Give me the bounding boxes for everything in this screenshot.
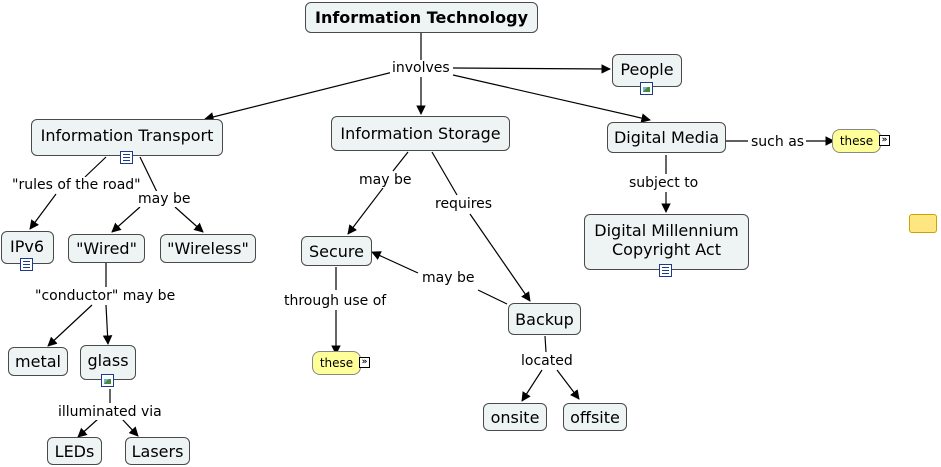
note-these-media[interactable]: these <box>832 129 881 153</box>
link-subject-to[interactable]: subject to <box>627 175 701 191</box>
link-requires[interactable]: requires <box>433 196 495 212</box>
image-icon[interactable] <box>640 82 653 95</box>
concept-wireless[interactable]: "Wireless" <box>160 234 256 263</box>
document-icon[interactable] <box>20 258 33 271</box>
concept-leds[interactable]: LEDs <box>47 437 102 465</box>
concept-people[interactable]: People <box>612 54 682 87</box>
document-icon[interactable] <box>120 151 133 164</box>
concept-onsite[interactable]: onsite <box>483 403 547 431</box>
concept-information-storage[interactable]: Information Storage <box>331 116 510 151</box>
concept-lasers[interactable]: Lasers <box>125 437 190 465</box>
concept-digital-millennium-copyright-act[interactable]: Digital Millennium Copyright Act <box>584 214 749 270</box>
concept-glass[interactable]: glass <box>80 345 136 380</box>
expand-icon[interactable]: » <box>359 357 370 368</box>
concept-offsite[interactable]: offsite <box>563 403 627 431</box>
link-may-be-backup[interactable]: may be <box>420 270 477 286</box>
concept-information-technology[interactable]: Information Technology <box>305 2 538 33</box>
link-such-as[interactable]: such as <box>749 134 807 150</box>
link-conductor-may-be[interactable]: "conductor" may be <box>33 288 178 304</box>
note-these-secure[interactable]: these <box>312 351 361 375</box>
concept-wired[interactable]: "Wired" <box>68 234 145 263</box>
expand-icon[interactable]: » <box>879 135 890 146</box>
link-may-be-storage[interactable]: may be <box>357 172 414 188</box>
concept-backup[interactable]: Backup <box>508 303 581 335</box>
annotation-note-icon[interactable] <box>909 214 937 233</box>
link-through-use-of[interactable]: through use of <box>282 293 389 309</box>
concept-secure[interactable]: Secure <box>301 236 372 266</box>
link-involves[interactable]: involves <box>390 60 452 76</box>
concept-metal[interactable]: metal <box>8 347 68 376</box>
image-icon[interactable] <box>101 374 114 387</box>
link-illuminated-via[interactable]: illuminated via <box>56 404 164 420</box>
document-icon[interactable] <box>659 264 672 277</box>
concept-digital-media[interactable]: Digital Media <box>607 122 726 153</box>
link-may-be-transport[interactable]: may be <box>136 191 193 207</box>
link-located[interactable]: located <box>519 353 575 369</box>
link-rules-of-the-road[interactable]: "rules of the road" <box>10 177 143 193</box>
